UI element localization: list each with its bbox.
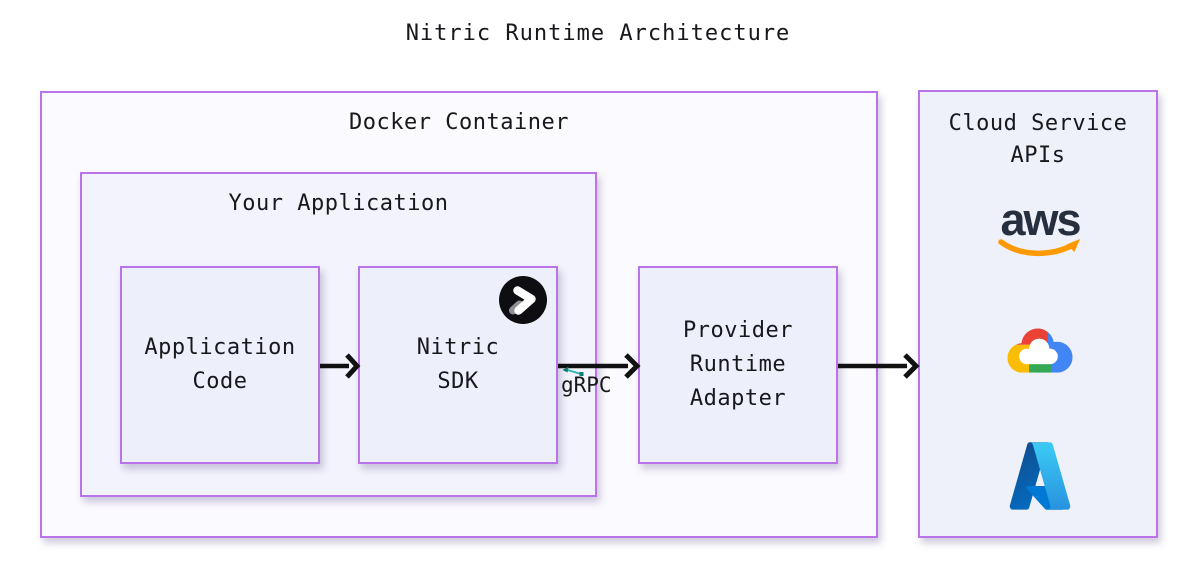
nitric-sdk-label-line: SDK xyxy=(437,369,479,394)
provider-runtime-adapter-node: Provider Runtime Adapter xyxy=(638,266,838,464)
application-code-node: Application Code xyxy=(120,266,320,464)
grpc-label: gRPC xyxy=(561,366,612,398)
cloud-service-apis-group: Cloud Service APIs aws xyxy=(918,90,1158,538)
arrow-adapter-to-cloud-apis xyxy=(838,353,920,379)
diagram-title: Nitric Runtime Architecture xyxy=(405,21,791,46)
arrow-nitric-sdk-to-adapter xyxy=(558,353,641,379)
grpc-label-text: gRPC xyxy=(561,373,612,397)
nitric-sdk-node: Nitric SDK xyxy=(358,266,558,464)
nitric-logo-icon xyxy=(499,276,547,324)
cloud-service-apis-label: Cloud Service APIs xyxy=(948,111,1128,168)
docker-container-label: Docker Container xyxy=(349,110,569,135)
google-cloud-logo-icon xyxy=(1007,328,1073,373)
aws-wordmark: aws xyxy=(1000,200,1080,245)
adapter-label-line: Provider xyxy=(683,318,793,343)
your-application-label: Your Application xyxy=(228,191,449,216)
nitric-sdk-label-line: Nitric xyxy=(416,335,500,360)
application-code-label-line: Code xyxy=(192,369,248,394)
adapter-label-line: Adapter xyxy=(689,386,787,411)
arrow-application-code-to-nitric-sdk xyxy=(320,353,361,379)
application-code-label-line: Application xyxy=(144,335,296,360)
adapter-label-line: Runtime xyxy=(689,352,787,377)
grpc-icon xyxy=(562,366,584,376)
aws-logo-icon: aws xyxy=(998,200,1082,257)
azure-logo-icon xyxy=(1009,442,1071,510)
